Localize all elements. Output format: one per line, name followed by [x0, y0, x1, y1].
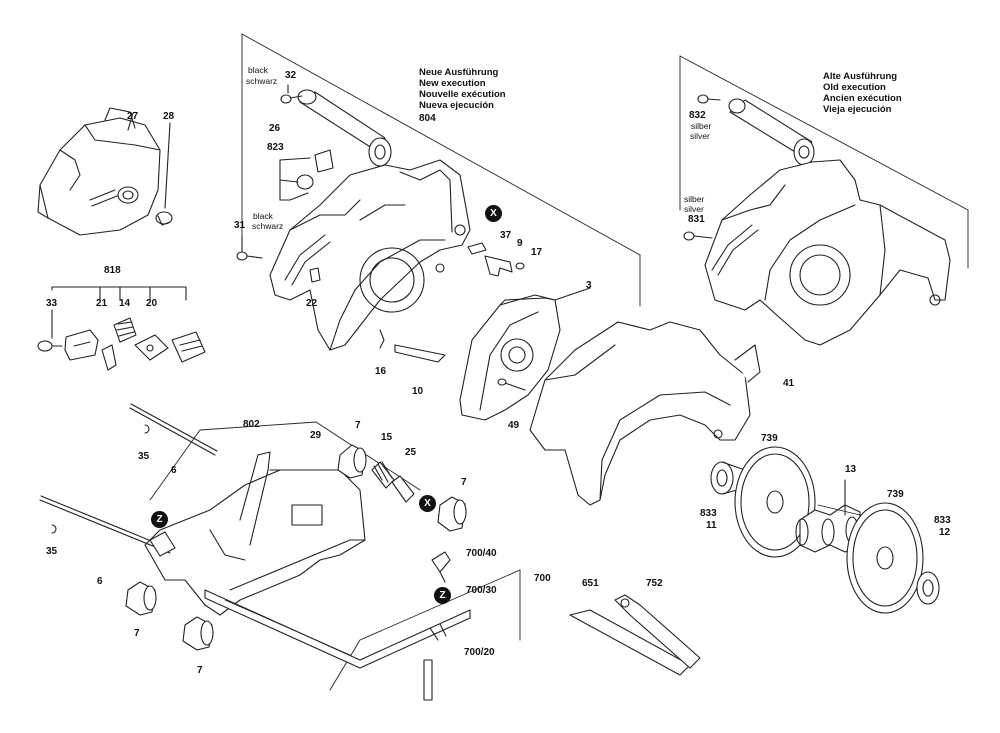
callout-7-mid: 7 [461, 477, 467, 488]
guard-handle-new [236, 84, 525, 351]
callout-27: 27 [127, 111, 139, 122]
callout-7-bottom: 7 [197, 665, 203, 676]
callout-7-top: 7 [355, 420, 361, 431]
callout-15: 15 [381, 432, 393, 443]
part-818-group [37, 286, 206, 371]
callout-739-right: 739 [887, 489, 904, 500]
color-note-black-2: black [253, 211, 273, 221]
callout-818: 818 [104, 265, 121, 276]
note-old-en: Old execution [823, 82, 886, 93]
color-note-silber-2: silber [684, 194, 705, 204]
callout-12: 12 [939, 527, 951, 538]
color-note-silber: silber [691, 121, 712, 131]
motor-cover-part [37, 107, 173, 236]
callout-13: 13 [845, 464, 857, 475]
callout-20: 20 [146, 298, 158, 309]
color-note-schwarz-2: schwarz [252, 221, 284, 231]
blades-part [710, 446, 940, 614]
callout-41: 41 [783, 378, 795, 389]
note-new-de: Neue Ausführung [419, 67, 499, 78]
guard-handle-old [683, 94, 951, 346]
marker-z-right: Z [434, 587, 451, 604]
callout-21: 21 [96, 298, 108, 309]
callout-833-right: 833 [934, 515, 951, 526]
callout-833-left: 833 [700, 508, 717, 519]
marker-z-left: Z [151, 511, 168, 528]
callout-700-20: 700/20 [464, 647, 495, 658]
base-assembly-part [39, 403, 471, 701]
callout-831: 831 [688, 214, 705, 225]
callout-17: 17 [531, 247, 543, 258]
marker-x-bottom: X [419, 495, 436, 512]
marker-x-top: X [485, 205, 502, 222]
callout-6-top: 6 [171, 465, 177, 476]
note-old-de: Alte Ausführung [823, 71, 898, 82]
callout-16: 16 [375, 366, 387, 377]
callout-804: 804 [419, 113, 436, 124]
callout-752: 752 [646, 578, 663, 589]
callout-22: 22 [306, 298, 318, 309]
note-new-es: Nueva ejecución [419, 100, 494, 111]
callout-33: 33 [46, 298, 58, 309]
callout-14: 14 [119, 298, 131, 309]
callout-37: 37 [500, 230, 512, 241]
callout-9: 9 [517, 238, 523, 249]
callout-11: 11 [706, 520, 717, 531]
callout-823: 823 [267, 142, 284, 153]
callout-7-left: 7 [134, 628, 140, 639]
callout-28: 28 [163, 111, 175, 122]
callout-739-left: 739 [761, 433, 778, 444]
callout-700-40: 700/40 [466, 548, 497, 559]
callout-31: 31 [234, 220, 246, 231]
tools-part [569, 594, 701, 676]
callout-26: 26 [269, 123, 281, 134]
callout-49: 49 [508, 420, 520, 431]
color-note-silver: silver [690, 131, 710, 141]
note-new-fr: Nouvelle exécution [419, 89, 506, 100]
callout-35-bottom: 35 [46, 546, 58, 557]
callout-832: 832 [689, 110, 706, 121]
callout-700-30: 700/30 [466, 585, 497, 596]
note-new-en: New execution [419, 78, 486, 89]
callout-10: 10 [412, 386, 424, 397]
color-note-schwarz: schwarz [246, 76, 278, 86]
note-old-fr: Ancien exécution [823, 93, 902, 104]
rollers-part [125, 444, 467, 651]
callout-651: 651 [582, 578, 599, 589]
callout-25: 25 [405, 447, 417, 458]
note-old-es: Vieja ejecución [823, 104, 892, 115]
callout-29: 29 [310, 430, 322, 441]
color-note-black: black [248, 65, 268, 75]
callout-32: 32 [285, 70, 297, 81]
large-guard-part [529, 321, 761, 506]
callout-700: 700 [534, 573, 551, 584]
callout-6-bottom: 6 [97, 576, 103, 587]
blade-guard-part [379, 287, 591, 421]
assembly-frame-lines [149, 33, 969, 691]
color-note-silver-2: silver [684, 204, 704, 214]
callout-35-top: 35 [138, 451, 150, 462]
callout-802: 802 [243, 419, 260, 430]
callout-3: 3 [586, 280, 592, 291]
